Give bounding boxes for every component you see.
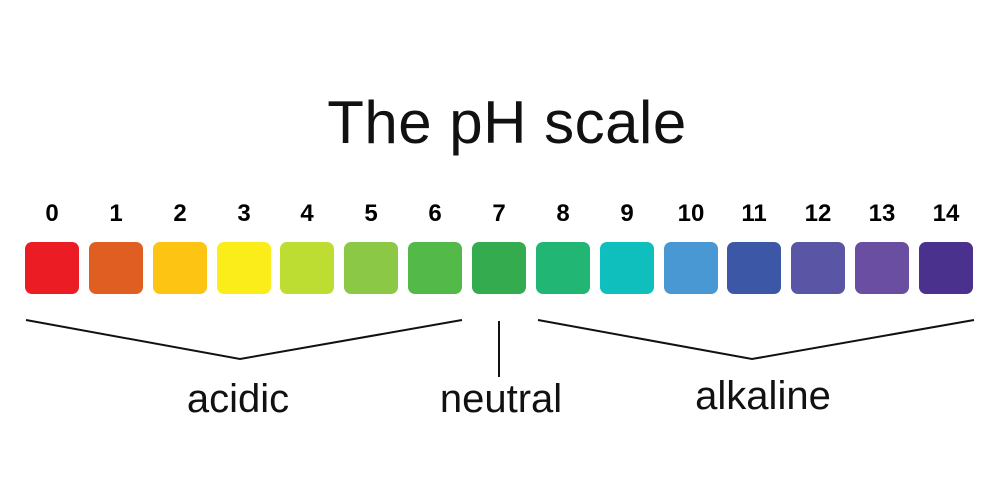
- acidic-bracket: [25, 319, 463, 361]
- ph-value-8: 8: [556, 200, 570, 227]
- ph-value-7: 7: [492, 200, 506, 227]
- ph-value-2: 2: [173, 200, 187, 227]
- ph-swatch-13: [855, 242, 909, 294]
- ph-swatch-1: [89, 242, 143, 294]
- ph-value-14: 14: [932, 200, 960, 227]
- ph-swatch-9: [600, 242, 654, 294]
- ph-value-0: 0: [45, 200, 59, 227]
- acidic-label: acidic: [186, 377, 290, 421]
- ph-swatch-4: [280, 242, 334, 294]
- ph-value-12: 12: [804, 200, 832, 227]
- ph-swatch-6: [408, 242, 462, 294]
- ph-value-9: 9: [620, 200, 634, 227]
- ph-swatch-14: [919, 242, 973, 294]
- ph-swatch-7: [472, 242, 526, 294]
- alkaline-bracket: [537, 319, 975, 361]
- ph-value-11: 11: [741, 200, 767, 227]
- ph-value-3: 3: [237, 200, 251, 227]
- diagram-title: The pH scale: [327, 89, 687, 156]
- ph-swatch-11: [727, 242, 781, 294]
- ph-swatch-0: [25, 242, 79, 294]
- ph-value-10: 10: [677, 200, 705, 227]
- ph-swatch-2: [153, 242, 207, 294]
- ph-value-6: 6: [428, 200, 442, 227]
- ph-swatch-5: [344, 242, 398, 294]
- ph-swatch-8: [536, 242, 590, 294]
- alkaline-label: alkaline: [695, 374, 831, 418]
- ph-value-1: 1: [109, 200, 123, 227]
- ph-swatch-10: [664, 242, 718, 294]
- ph-value-13: 13: [868, 200, 896, 227]
- neutral-label: neutral: [439, 377, 563, 421]
- ph-swatch-12: [791, 242, 845, 294]
- ph-swatch-3: [217, 242, 271, 294]
- ph-value-4: 4: [300, 200, 314, 227]
- ph-value-5: 5: [364, 200, 378, 227]
